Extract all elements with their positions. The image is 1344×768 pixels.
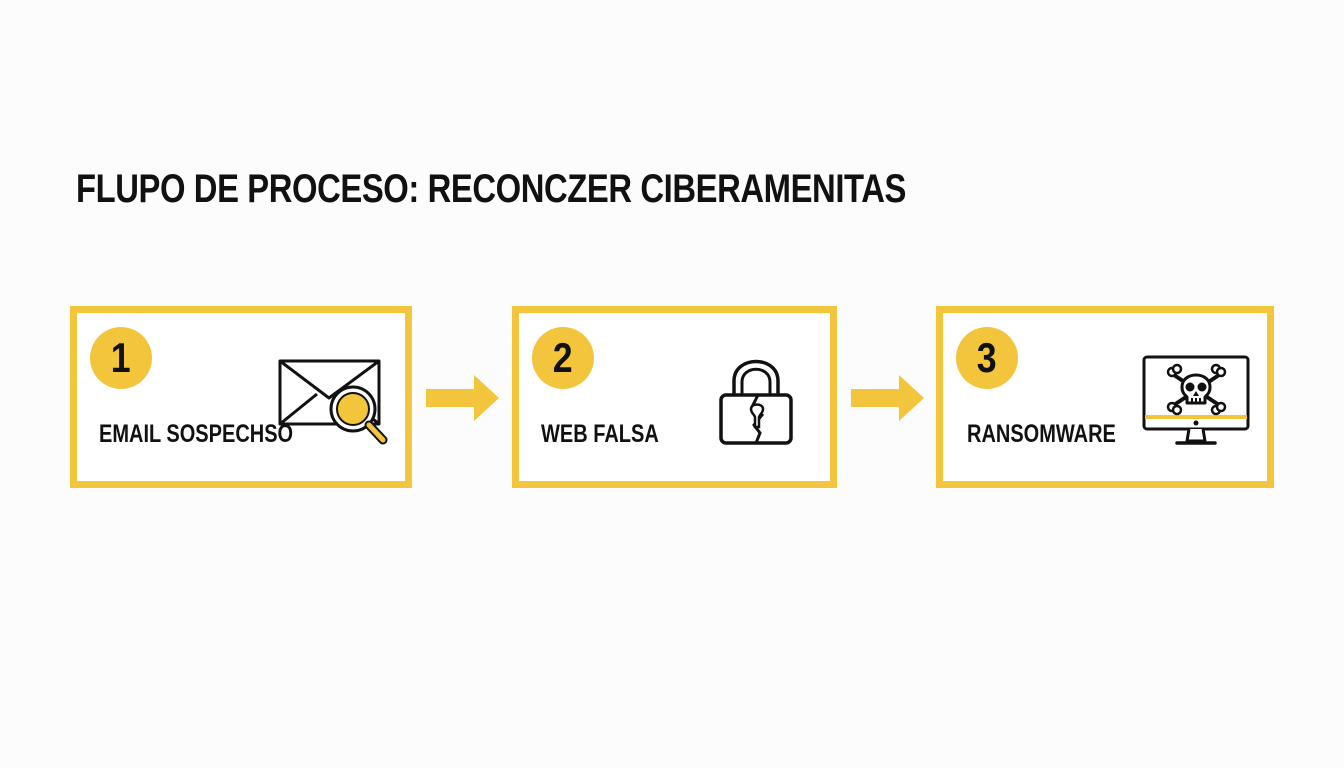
broken-padlock-icon (718, 351, 798, 447)
arrow-right-icon (426, 374, 500, 422)
process-step-2: 2 WEB FALSA (512, 306, 837, 488)
step-number-badge: 3 (956, 327, 1018, 389)
envelope-magnifier-icon (277, 356, 395, 448)
step-label: WEB FALSA (541, 420, 659, 448)
monitor-skull-icon (1141, 353, 1253, 449)
step-number: 2 (553, 334, 573, 381)
process-step-3: 3 RANSOMWARE (936, 306, 1274, 488)
arrow-right-icon (851, 374, 925, 422)
step-number-badge: 2 (532, 327, 594, 389)
step-label: RANSOMWARE (967, 420, 1116, 448)
diagram-title: FLUPO DE PROCESO: RECONCZER CIBERAMENITA… (76, 167, 906, 211)
step-number-badge: 1 (90, 327, 152, 389)
step-label: EMAIL SOSPECHSO (99, 420, 294, 448)
process-step-1: 1 EMAIL SOSPECHSO (70, 306, 412, 488)
step-number: 1 (111, 334, 131, 381)
step-number: 3 (977, 334, 997, 381)
